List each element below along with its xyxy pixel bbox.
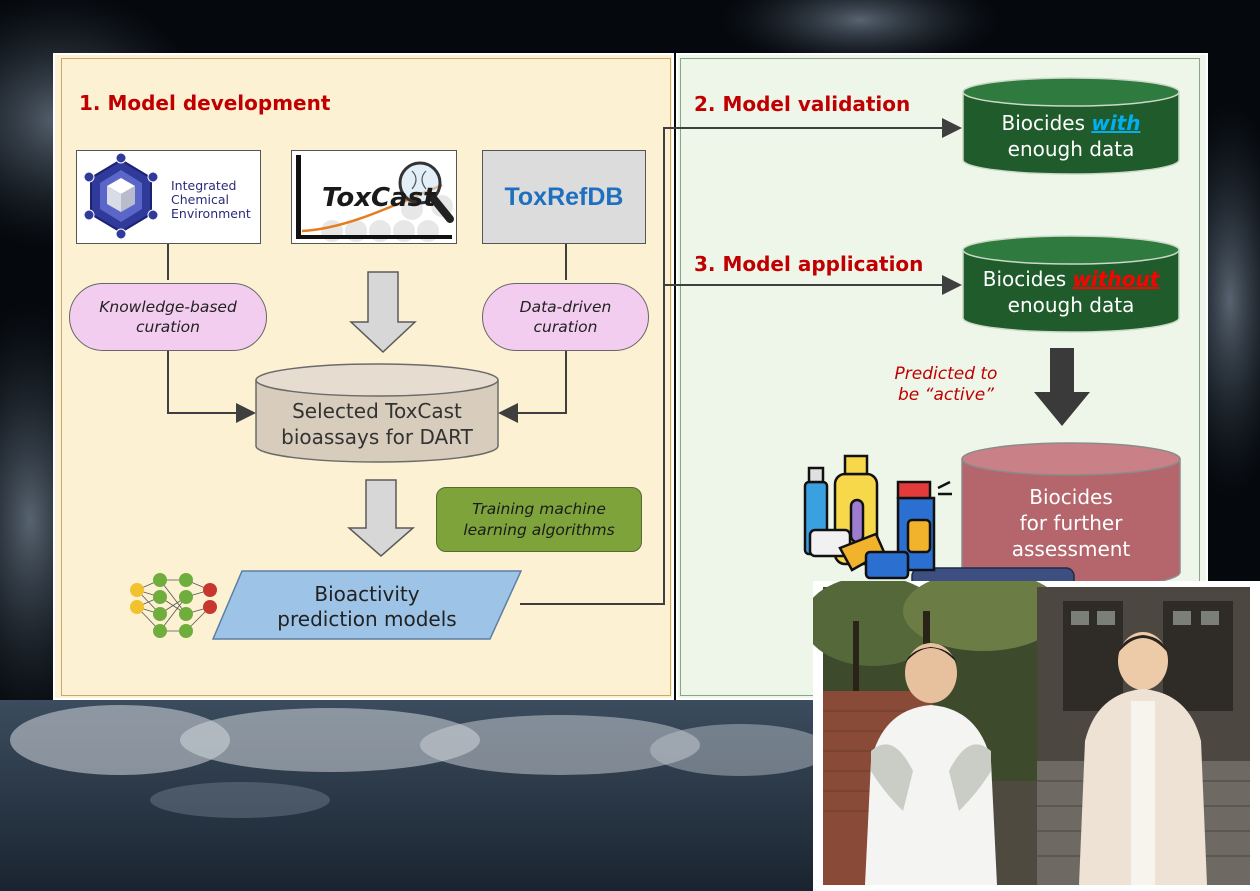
predicted-line-1: Predicted to bbox=[894, 364, 998, 384]
models-to-validation-arrow bbox=[520, 118, 962, 605]
prediction-models-shape bbox=[211, 570, 523, 640]
with-emphasis: with bbox=[1091, 111, 1141, 135]
ice-line-2: Chemical bbox=[171, 192, 229, 207]
ice-line-1: Integrated bbox=[171, 178, 237, 193]
data-driven-curation: Data-driven curation bbox=[482, 283, 649, 351]
prediction-models-label: Bioactivity prediction models bbox=[236, 582, 498, 632]
predicted-line-2: be “active” bbox=[898, 385, 994, 405]
biocides-with-prefix: Biocides bbox=[1001, 111, 1092, 135]
models-line-1: Bioactivity bbox=[314, 582, 420, 606]
neural-network-icon bbox=[130, 573, 217, 638]
models-line-2: prediction models bbox=[277, 607, 457, 631]
researchers-photo-image bbox=[813, 581, 1260, 891]
biocides-without-line-2: enough data bbox=[1007, 293, 1135, 317]
predicted-down-arrow bbox=[1034, 348, 1090, 426]
selected-assays-cylinder bbox=[255, 363, 499, 463]
ice-logo: Integrated Chemical Environment bbox=[76, 150, 261, 244]
model-application-heading: 3. Model application bbox=[694, 252, 924, 276]
assays-down-arrow bbox=[347, 479, 415, 557]
biocides-without-cylinder bbox=[962, 235, 1180, 333]
knowledge-line-2: curation bbox=[136, 318, 200, 336]
toxrefdb-label: ToxRefDB bbox=[504, 183, 624, 211]
toxcast-down-arrow bbox=[349, 271, 417, 354]
biocides-with-line-2: enough data bbox=[1007, 137, 1135, 161]
toxcast-logo: ToxCast bbox=[291, 150, 457, 244]
training-line-2: learning algorithms bbox=[463, 520, 615, 539]
predicted-active-label: Predicted to be “active” bbox=[876, 364, 1016, 406]
biocides-with-label: Biocides with enough data bbox=[963, 110, 1179, 162]
model-development-heading: 1. Model development bbox=[79, 91, 331, 115]
selected-assays-line-2: bioassays for DART bbox=[281, 425, 473, 449]
selected-assays-label: Selected ToxCast bioassays for DART bbox=[256, 398, 498, 450]
data-driven-line-1: Data-driven bbox=[519, 297, 612, 316]
training-line-1: Training machine bbox=[472, 500, 606, 519]
ice-line-3: Environment bbox=[171, 206, 251, 221]
toxrefdb-logo: ToxRefDB bbox=[482, 150, 646, 244]
biocides-without-prefix: Biocides bbox=[982, 267, 1073, 291]
researchers-photo bbox=[813, 581, 1260, 891]
knowledge-based-curation: Knowledge-based curation bbox=[69, 283, 267, 351]
cleaning-products-icon bbox=[803, 454, 952, 580]
ice-logo-text: Integrated Chemical Environment bbox=[171, 179, 251, 221]
further-line-1: Biocides bbox=[1029, 485, 1113, 509]
development-panel-border bbox=[61, 58, 671, 696]
biocides-with-cylinder bbox=[962, 77, 1180, 175]
ice-molecule-icon bbox=[83, 152, 159, 240]
knowledge-line-1: Knowledge-based bbox=[99, 297, 237, 316]
model-validation-heading: 2. Model validation bbox=[694, 92, 911, 116]
without-emphasis: without bbox=[1072, 267, 1160, 291]
selected-assays-line-1: Selected ToxCast bbox=[292, 399, 462, 423]
toxcast-label: ToxCast bbox=[322, 183, 436, 213]
further-line-3: assessment bbox=[1011, 537, 1131, 561]
biocides-further-cylinder bbox=[961, 442, 1181, 589]
data-to-assays-arrow bbox=[498, 350, 567, 423]
further-assessment-label: Biocides for further assessment bbox=[962, 484, 1180, 562]
biocides-without-label: Biocides without enough data bbox=[963, 266, 1179, 318]
further-line-2: for further bbox=[1019, 511, 1123, 535]
knowledge-to-assays-arrow bbox=[167, 350, 256, 423]
toxcast-magnifier-icon bbox=[292, 151, 456, 243]
data-driven-line-2: curation bbox=[533, 318, 598, 336]
